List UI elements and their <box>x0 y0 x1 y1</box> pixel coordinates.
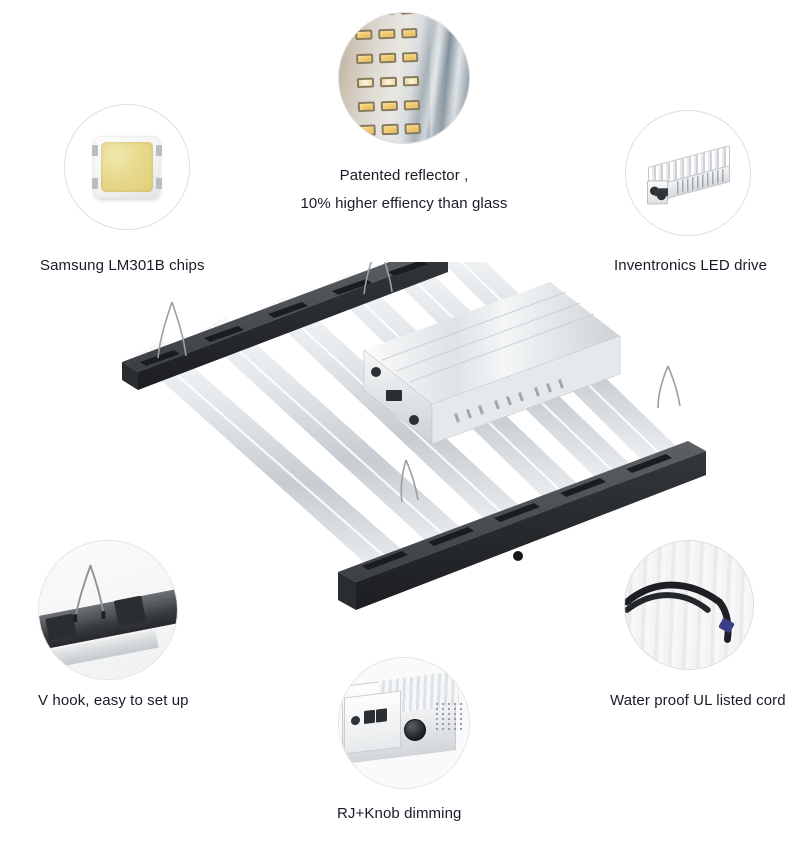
bar-clip <box>362 454 672 570</box>
hook-wire-icon <box>72 564 105 622</box>
rj-knob-dimming-caption: RJ+Knob dimming <box>337 805 462 822</box>
driver-connector-icon <box>409 415 419 425</box>
patented-reflector-caption-line1: Patented reflector , <box>339 167 469 184</box>
driver-port-icon <box>386 390 402 401</box>
v-hook-icon <box>39 541 177 679</box>
led-chip-icon <box>65 105 189 229</box>
inventronics-driver-caption: Inventronics LED drive <box>614 257 768 274</box>
power-cord-icon <box>625 541 753 669</box>
led-grow-light-product-render <box>110 262 710 614</box>
crossbar-far <box>122 262 448 390</box>
led-driver-icon <box>626 111 750 235</box>
v-hook-caption: V hook, easy to set up <box>38 692 189 709</box>
driver-knob-icon <box>371 367 381 377</box>
waterproof-cord-bubble <box>624 540 754 670</box>
bar-clip <box>140 262 428 366</box>
led-bar-group <box>134 262 680 588</box>
led-driver-box <box>363 282 621 445</box>
v-hook-wire-group <box>157 262 681 503</box>
waterproof-cord-caption: Water proof UL listed cord <box>610 692 786 709</box>
crossbar-near <box>338 441 706 610</box>
v-hook-bubble <box>38 540 178 680</box>
patented-reflector-bubble <box>338 12 470 144</box>
samsung-chips-bubble <box>64 104 190 230</box>
patented-reflector-caption-line2: 10% higher effiency than glass <box>300 195 508 212</box>
rj-knob-dimming-bubble <box>338 657 470 789</box>
reflector-photo-icon <box>339 13 469 143</box>
crossbar-connector-icon <box>513 551 523 561</box>
samsung-chips-caption: Samsung LM301B chips <box>40 257 205 274</box>
inventronics-driver-bubble <box>625 110 751 236</box>
dimmer-knob-icon <box>339 658 469 788</box>
